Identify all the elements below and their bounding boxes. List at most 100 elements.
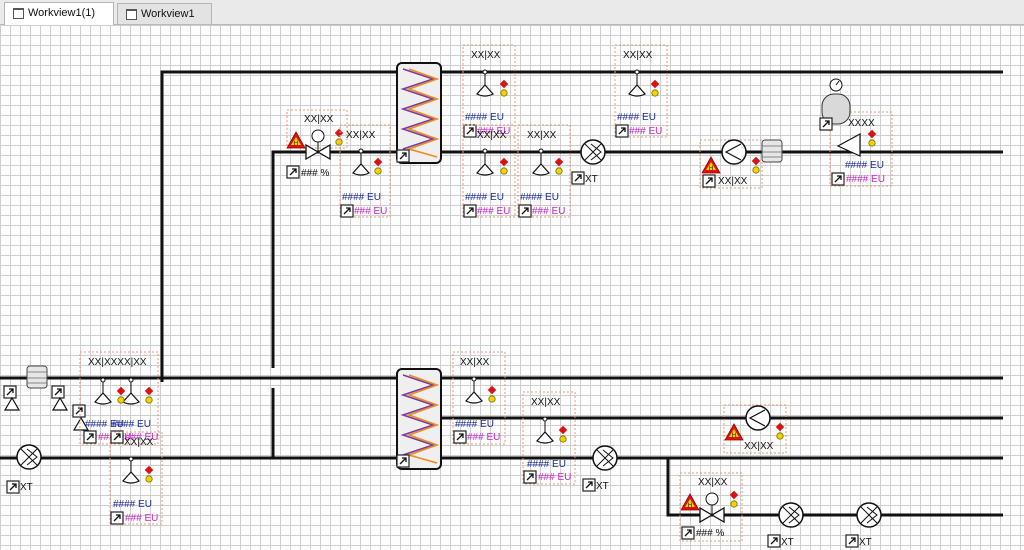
fan-icon[interactable] <box>580 139 606 165</box>
link-arrow-icon[interactable] <box>831 172 845 186</box>
sensor-cone-icon <box>94 377 112 405</box>
group-value-alt: ### EU <box>125 513 158 524</box>
pipe-network-top <box>160 70 1003 382</box>
fan-tag: XT <box>859 537 872 548</box>
link-arrow-icon[interactable] <box>582 478 596 492</box>
tab-workview1-1[interactable]: Workview1(1)x <box>4 2 114 39</box>
link-arrow-icon[interactable] <box>845 534 859 548</box>
control-valve-icon[interactable] <box>836 132 861 157</box>
link-arrow-icon[interactable] <box>819 117 833 131</box>
heat-exchanger-bottom-icon[interactable] <box>396 368 442 470</box>
sensor-tag: XX|XX <box>477 130 507 141</box>
sensor-cone-icon <box>536 416 554 444</box>
group-tag: XX|XXXX|XX <box>88 357 147 368</box>
sensor-value-alt: ### EU <box>477 206 510 217</box>
sensor-value: #### EU <box>342 192 381 203</box>
sensor-value-alt: ### EU <box>354 206 387 217</box>
fan-icon[interactable] <box>778 502 804 528</box>
sensor-value: #### EU <box>455 419 494 430</box>
process-diagram: H <box>0 44 1003 548</box>
control-valve-icon[interactable] <box>305 129 331 160</box>
link-arrow-icon[interactable] <box>523 470 537 484</box>
sensor-value: #### EU <box>617 112 656 123</box>
fan-tag: XT <box>20 482 33 493</box>
tank-icon <box>821 93 851 125</box>
link-arrow-icon[interactable] <box>463 204 477 218</box>
link-arrow-icon[interactable] <box>463 124 477 138</box>
link-arrow-icon[interactable] <box>51 385 65 399</box>
link-arrow-icon[interactable] <box>396 454 410 468</box>
link-arrow-icon[interactable] <box>453 430 467 444</box>
sensor-tag: XX|XX <box>471 50 501 61</box>
pump-icon[interactable] <box>721 139 747 165</box>
link-arrow-icon[interactable] <box>396 149 410 163</box>
sensor-cone-icon <box>465 376 483 404</box>
sensor-tag: XX|XX <box>527 130 557 141</box>
pump-icon[interactable] <box>745 405 771 431</box>
link-arrow-icon[interactable] <box>615 124 629 138</box>
link-arrow-icon[interactable] <box>3 385 17 399</box>
sensor-tag: XX|XX <box>623 50 653 61</box>
group-tag: XX|XX <box>124 437 154 448</box>
link-arrow-icon[interactable] <box>83 430 97 444</box>
tank-value-alt: #### EU <box>846 174 885 185</box>
tank-icon <box>26 365 48 389</box>
sensor-cone-icon <box>476 69 494 97</box>
alarm-triangle-icon <box>701 156 721 174</box>
link-arrow-icon[interactable] <box>72 404 86 418</box>
fan-tag: XT <box>781 537 794 548</box>
status-indicator <box>775 422 785 440</box>
valve-tag: XX|XX <box>304 114 334 125</box>
link-arrow-icon[interactable] <box>518 204 532 218</box>
link-arrow-icon[interactable] <box>702 174 716 188</box>
link-arrow-icon[interactable] <box>110 430 124 444</box>
sensor-value-alt: ### EU <box>532 206 565 217</box>
link-arrow-icon[interactable] <box>6 480 20 494</box>
fan-tag: XT <box>596 481 609 492</box>
status-indicator <box>729 490 739 508</box>
link-arrow-icon[interactable] <box>681 526 695 540</box>
pipe-network-bottom <box>0 376 1003 517</box>
sensor-value-alt: ### EU <box>629 126 662 137</box>
gauge-icon <box>829 78 843 92</box>
valve-position: ### % <box>301 168 329 179</box>
sensor-tag: XX|XX <box>346 130 376 141</box>
status-indicator <box>144 386 154 404</box>
status-indicator <box>867 129 877 147</box>
status-indicator <box>334 128 344 146</box>
alarm-triangle-icon <box>724 423 744 441</box>
group-value-alt: ### EU <box>125 432 158 443</box>
workview-canvas[interactable]: H <box>0 25 1024 550</box>
link-arrow-icon[interactable] <box>571 171 585 185</box>
sensor-tag: XX|XX <box>531 397 561 408</box>
sensor-cone-icon <box>122 377 140 405</box>
sensor-value-alt: ### EU <box>538 472 571 483</box>
tank-value: #### EU <box>845 160 884 171</box>
status-indicator <box>650 79 660 97</box>
link-arrow-icon[interactable] <box>286 165 300 179</box>
status-indicator <box>373 157 383 175</box>
heat-exchanger-top-icon[interactable] <box>396 62 442 164</box>
link-arrow-icon[interactable] <box>767 534 781 548</box>
status-indicator <box>116 386 126 404</box>
sensor-value-alt: ### EU <box>477 126 510 137</box>
sensor-value: #### EU <box>465 192 504 203</box>
fan-icon[interactable] <box>592 445 618 471</box>
status-indicator <box>558 425 568 443</box>
valve-position: ### % <box>696 528 724 539</box>
tab-workview1[interactable]: Workview1x <box>117 3 212 40</box>
link-arrow-icon[interactable] <box>340 204 354 218</box>
fan-icon[interactable] <box>16 444 42 470</box>
control-valve-icon[interactable] <box>699 492 725 523</box>
window-icon <box>13 7 24 19</box>
status-indicator <box>487 385 497 403</box>
tab-label: Workview1(1) <box>28 7 96 20</box>
valve-tag: XX|XX <box>698 477 728 488</box>
sensor-value: #### EU <box>520 192 559 203</box>
fan-icon[interactable] <box>856 502 882 528</box>
link-arrow-icon[interactable] <box>110 511 124 525</box>
pump-tag: XX|XX <box>744 441 774 452</box>
sensor-value-alt: ### EU <box>467 432 500 443</box>
sensor-cone-icon <box>51 396 69 411</box>
group-value: #### EU <box>85 419 124 430</box>
